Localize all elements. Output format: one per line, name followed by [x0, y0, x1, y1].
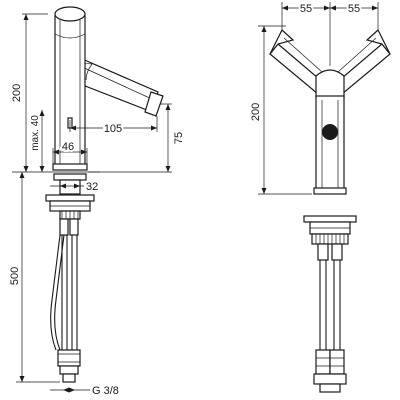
dim-label-connection: G 3/8	[92, 385, 119, 397]
dim-label-arm-left: 55	[300, 3, 312, 15]
dim-label-arm-right: 55	[348, 3, 360, 15]
front-y-arms	[269, 29, 391, 99]
dim-hole-32: 32	[50, 181, 98, 193]
dim-label-height-front: 200	[250, 103, 262, 121]
dim-label-height-side: 200	[11, 84, 23, 102]
dim-height-200-front: 200	[250, 25, 312, 195]
side-hoses	[50, 218, 81, 383]
side-body	[52, 6, 88, 171]
dim-height-200-side: 200	[11, 13, 48, 172]
dim-arms-55: 55 55	[281, 1, 379, 66]
dim-hose-500: 500	[9, 172, 60, 383]
front-mount	[303, 215, 357, 245]
dim-label-spout-height: 75	[173, 132, 185, 144]
side-view: 200 max. 40 105 75	[9, 6, 185, 397]
dim-label-max-40: max. 40	[30, 115, 41, 151]
dim-label-hose: 500	[9, 267, 21, 285]
front-outlet	[322, 124, 338, 140]
dim-spout-height-75: 75	[88, 103, 185, 173]
dim-label-hole: 32	[86, 181, 98, 193]
dim-label-reach: 105	[104, 123, 122, 135]
dim-label-base: 46	[62, 141, 74, 153]
front-view: 55 55 200	[250, 1, 391, 393]
front-hoses	[313, 243, 347, 393]
side-spout	[71, 57, 164, 117]
dim-base-46: 46	[52, 139, 88, 164]
dim-max-40: max. 40	[30, 110, 45, 172]
front-body	[313, 95, 347, 195]
dim-reach-105: 105	[69, 116, 158, 137]
dim-connection: G 3/8	[50, 385, 119, 397]
side-mount	[45, 173, 95, 220]
